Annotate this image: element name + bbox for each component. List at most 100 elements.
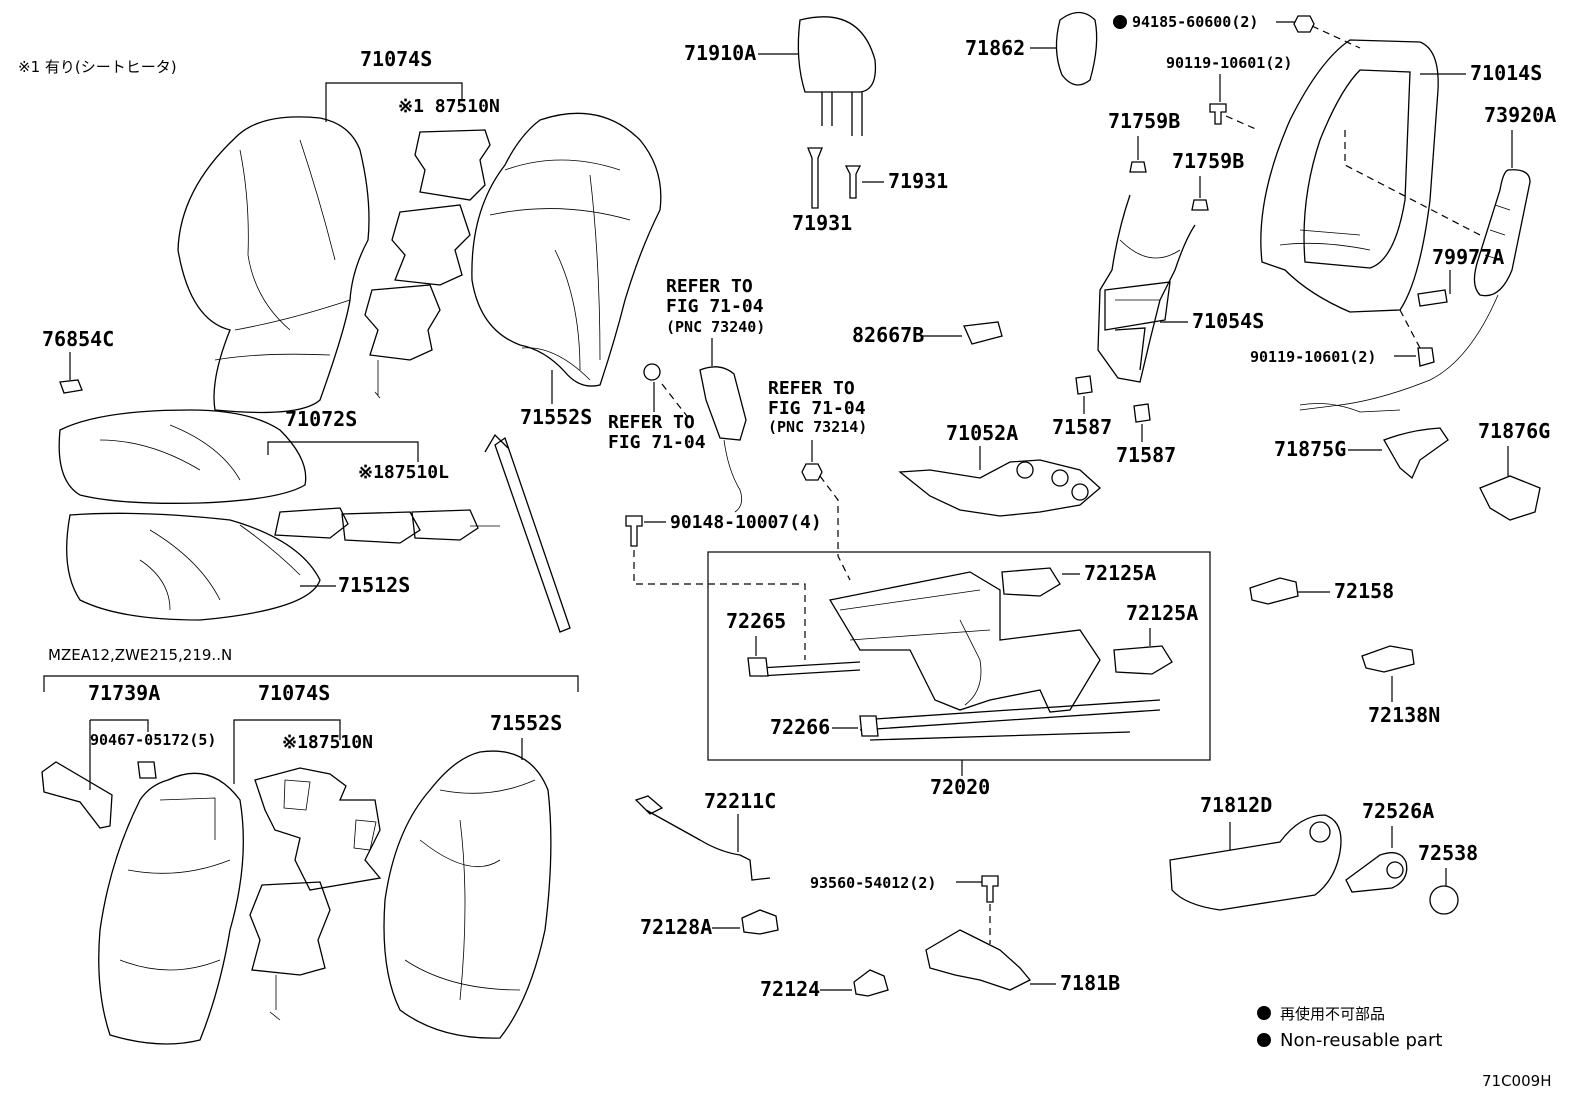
label-71014S: 71014S — [1470, 61, 1542, 85]
label-71931-right: 71931 — [888, 169, 948, 193]
cover-72125A-bottom-part — [1113, 645, 1173, 675]
side-cover-71812D-part — [1169, 814, 1342, 911]
cover-72265-part — [747, 657, 769, 677]
bolt-90148-part — [625, 515, 643, 547]
rod-72211C-part — [634, 795, 771, 881]
heater-mat-back-part — [364, 129, 491, 361]
label-71587-left: 71587 — [1052, 415, 1112, 439]
figure-code: 71C009H — [1482, 1072, 1551, 1090]
seat-cushion-cover-part — [58, 409, 307, 504]
label-71812D: 71812D — [1200, 793, 1272, 817]
nut-71759B-a-part — [1129, 161, 1147, 173]
side-airbag-part — [1473, 169, 1531, 297]
cover-71862-part — [1055, 11, 1098, 86]
label-72158: 72158 — [1334, 579, 1394, 603]
label-72124: 72124 — [760, 977, 820, 1001]
label-71072S: 71072S — [285, 407, 357, 431]
seatback-cover-part — [177, 116, 370, 414]
bolt-90119-bottom-part — [1417, 347, 1435, 367]
lumbar-support-part — [1097, 194, 1196, 383]
label-72020: 72020 — [930, 775, 990, 799]
seatback-cover-variant-part — [98, 772, 244, 1045]
seat-adjuster-box — [707, 551, 1211, 761]
seatback-frame-part — [1260, 39, 1439, 313]
heater-mat-back-variant-part — [249, 767, 382, 976]
label-71759B-left: 71759B — [1108, 109, 1180, 133]
clip-90467-part — [137, 761, 157, 779]
cover-72138N-part — [1361, 645, 1415, 673]
label-72538: 72538 — [1418, 841, 1478, 865]
legend-dot-ja — [1257, 1006, 1271, 1020]
label-79977A-part — [1417, 289, 1448, 307]
label-71552S-top: 71552S — [520, 405, 592, 429]
label-71074S-bottom: 71074S — [258, 681, 330, 705]
label-72266: 72266 — [770, 715, 830, 739]
label-82667B: 82667B — [852, 323, 924, 347]
refer-upper-line1: REFER TO — [666, 276, 753, 297]
refer-left-line2: FIG 71-04 — [608, 432, 706, 453]
label-71875G: 71875G — [1274, 437, 1346, 461]
label-76854C: 76854C — [42, 327, 114, 351]
assembly-arrow — [484, 433, 571, 633]
label-71587-right: 71587 — [1116, 443, 1176, 467]
legend-dot-en — [1257, 1033, 1271, 1047]
label-71052A: 71052A — [946, 421, 1018, 445]
label-73920A: 73920A — [1484, 103, 1556, 127]
clip-76854C-part — [59, 379, 83, 394]
refer-left-line1: REFER TO — [608, 412, 695, 433]
nut-71759B-b-part — [1191, 199, 1209, 211]
seat-cushion-pad-part — [66, 512, 321, 621]
label-71739A: 71739A — [88, 681, 160, 705]
nut-94185-part — [1293, 15, 1315, 33]
legend-non-reusable-en: Non-reusable part — [1280, 1030, 1442, 1051]
label-71512S: 71512S — [338, 573, 410, 597]
seatback-pad-variant-part — [383, 750, 552, 1039]
bolt-93560-part — [981, 875, 999, 903]
label-87510N-top: ※1 87510N — [398, 96, 500, 117]
variant-label: MZEA12,ZWE215,219..N — [48, 646, 232, 664]
label-72526A: 72526A — [1362, 799, 1434, 823]
label-72128A: 72128A — [640, 915, 712, 939]
label-71054S: 71054S — [1192, 309, 1264, 333]
headrest-part — [797, 16, 877, 93]
knob-72526A-part — [1345, 852, 1408, 893]
label-90119-top: 90119-10601(2) — [1166, 54, 1292, 72]
seat-frame-adjuster-part — [828, 571, 1101, 713]
seat-wire-part — [898, 459, 1101, 517]
cap-72538-part — [1429, 885, 1459, 915]
label-87510L: ※187510L — [358, 462, 449, 483]
label-71876G: 71876G — [1478, 419, 1550, 443]
bracket-71876G-part — [1479, 475, 1541, 521]
bolt-refer-left — [643, 363, 661, 381]
seatback-pad-part — [471, 112, 662, 387]
clip-71587-b-part — [1133, 403, 1151, 423]
non-reusable-dot-94185 — [1113, 15, 1127, 29]
nut-refer-right — [801, 463, 823, 481]
label-87510N-bottom: ※187510N — [282, 732, 373, 753]
cover-71739A-part — [41, 761, 113, 829]
headrest-guide-part-a — [807, 147, 823, 209]
bracket-7181B-part — [925, 929, 1032, 991]
label-94185: 94185-60600(2) — [1132, 13, 1258, 31]
cover-72266-part — [859, 715, 879, 737]
label-72125A-top: 72125A — [1084, 561, 1156, 585]
clip-82667B-part — [963, 321, 1003, 345]
label-71931-left: 71931 — [792, 211, 852, 235]
label-71862: 71862 — [965, 36, 1025, 60]
label-93560: 93560-54012(2) — [810, 874, 936, 892]
cover-72124-part — [853, 969, 889, 997]
label-71074S-top: 71074S — [360, 47, 432, 71]
label-71910A: 71910A — [684, 41, 756, 65]
label-72211C: 72211C — [704, 789, 776, 813]
refer-right-line3: (PNC 73214) — [768, 418, 867, 436]
heater-note: ※1 有り(シートヒータ) — [18, 58, 177, 76]
label-79977A: 79977A — [1432, 245, 1504, 269]
heater-mat-seat-part — [274, 507, 479, 544]
label-72138N: 72138N — [1368, 703, 1440, 727]
label-90119-bottom: 90119-10601(2) — [1250, 348, 1376, 366]
cover-72158-part — [1249, 577, 1299, 605]
clip-71587-a-part — [1075, 375, 1093, 395]
label-7181B: 7181B — [1060, 971, 1120, 995]
refer-right-line1: REFER TO — [768, 378, 855, 399]
